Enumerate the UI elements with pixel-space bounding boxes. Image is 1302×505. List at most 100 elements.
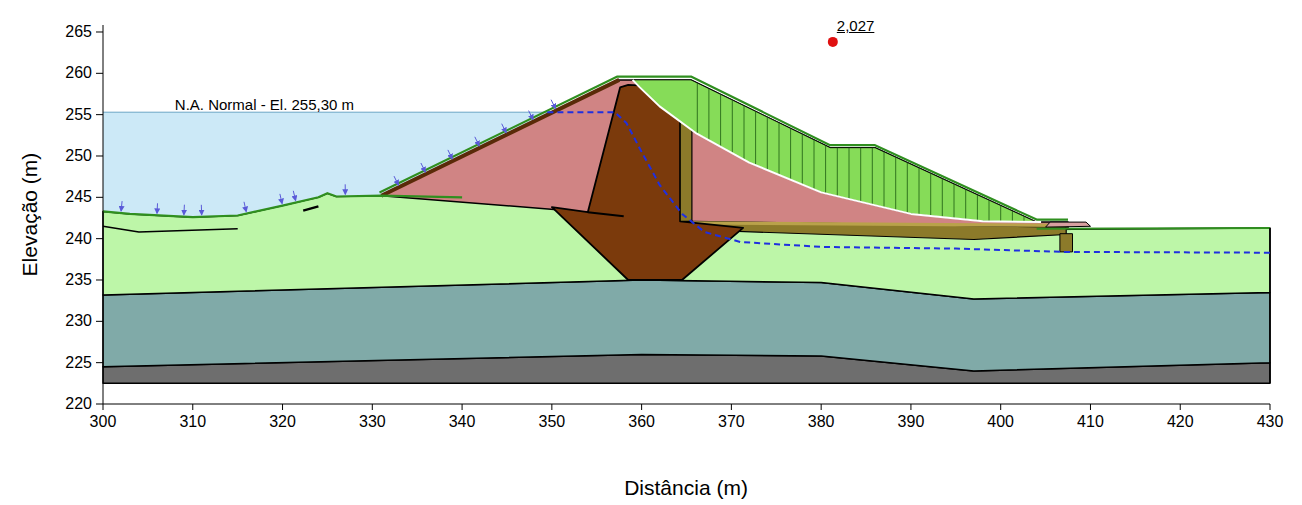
water-level-label: N.A. Normal - El. 255,30 m	[175, 97, 354, 114]
x-tick-label: 340	[449, 413, 476, 431]
y-tick-label: 240	[65, 230, 92, 248]
dam-surface	[380, 77, 1069, 220]
x-tick	[103, 404, 104, 410]
x-tick	[910, 404, 911, 410]
pressure-arrow	[502, 124, 506, 133]
pressure-arrow	[183, 205, 185, 215]
pressure-arrow	[551, 100, 555, 109]
slice-line	[790, 129, 791, 180]
y-tick-label: 255	[65, 106, 92, 124]
x-tick	[372, 404, 373, 410]
slice-line	[720, 94, 721, 146]
x-tick-label: 350	[539, 413, 566, 431]
slice-line	[965, 190, 966, 220]
y-tick	[96, 114, 103, 115]
dam-shell	[381, 80, 1068, 229]
x-tick	[1270, 404, 1271, 410]
slice-line	[732, 100, 733, 153]
x-tick-label: 380	[808, 413, 835, 431]
safety-factor: 2,027	[837, 18, 875, 35]
drainage-blanket	[692, 221, 1066, 239]
y-axis	[103, 25, 104, 404]
ground-surface	[103, 193, 462, 217]
x-tick-label: 390	[898, 413, 925, 431]
slice-line	[814, 140, 815, 190]
x-tick-label: 370	[718, 413, 745, 431]
x-tick-label: 330	[359, 413, 386, 431]
x-tick-label: 420	[1167, 413, 1194, 431]
slice-line	[708, 89, 709, 141]
slice-line	[825, 146, 826, 194]
slice-line	[930, 173, 931, 216]
x-tick-label: 320	[269, 413, 296, 431]
center-point	[828, 37, 838, 47]
x-tick-label: 300	[90, 413, 117, 431]
slice-line	[849, 148, 850, 199]
pressure-arrow	[157, 203, 159, 213]
slice-line	[1012, 211, 1013, 222]
slice-line	[802, 134, 803, 184]
slice-line	[755, 111, 756, 165]
y-tick	[96, 155, 103, 156]
y-tick-label: 260	[65, 64, 92, 82]
slice-line	[697, 83, 698, 134]
slip-mass	[633, 80, 1042, 222]
y-axis-title: Elevação (m)	[18, 152, 41, 276]
x-tick	[1000, 404, 1001, 410]
slice-line	[989, 200, 990, 221]
slip-surface	[633, 80, 1042, 222]
x-tick	[641, 404, 642, 410]
soil-contact	[103, 226, 238, 232]
core-filter	[588, 212, 624, 216]
slice-line	[977, 195, 978, 221]
y-tick	[96, 197, 103, 198]
x-tick-label: 310	[179, 413, 206, 431]
y-tick	[96, 31, 103, 32]
y-tick-label: 220	[65, 395, 92, 413]
pressure-arrow	[394, 176, 398, 185]
pressure-arrow	[529, 111, 533, 120]
pressure-arrow	[475, 137, 479, 146]
slice-line	[907, 163, 908, 213]
x-tick-label: 430	[1257, 413, 1284, 431]
y-tick	[96, 73, 103, 74]
x-tick	[1180, 404, 1181, 410]
slice-line	[767, 117, 768, 170]
slice-line	[954, 184, 955, 218]
y-tick	[96, 362, 103, 363]
soil-lens	[303, 206, 318, 210]
pressure-arrow	[345, 184, 346, 194]
slice-line	[860, 148, 861, 202]
x-axis	[103, 404, 1270, 405]
y-tick	[96, 238, 103, 239]
slice-line	[884, 152, 885, 208]
y-tick-label: 230	[65, 312, 92, 330]
slice-line	[744, 106, 745, 160]
pressure-arrow	[201, 205, 202, 215]
y-tick-label: 235	[65, 271, 92, 289]
y-tick-label: 250	[65, 147, 92, 165]
x-axis-title: Distância (m)	[624, 476, 748, 499]
y-tick	[96, 279, 103, 280]
pressure-arrow	[280, 194, 282, 204]
x-tick	[731, 404, 732, 410]
section-end	[1269, 228, 1271, 383]
x-tick	[282, 404, 283, 410]
toe-drain	[1060, 234, 1073, 252]
y-tick	[96, 321, 103, 322]
x-tick	[192, 404, 193, 410]
slice-line	[872, 148, 873, 205]
x-tick-label: 410	[1077, 413, 1104, 431]
pressure-arrow	[121, 201, 122, 211]
slice-line	[779, 123, 780, 175]
x-tick	[551, 404, 552, 410]
slice-line	[1000, 206, 1001, 222]
pressure-arrow	[293, 191, 295, 201]
phreatic-line	[547, 112, 1270, 253]
downstream-ground	[1037, 227, 1270, 230]
x-tick-label: 400	[987, 413, 1014, 431]
y-tick-label: 225	[65, 354, 92, 372]
slice-line	[942, 179, 943, 217]
x-tick	[1090, 404, 1091, 410]
x-tick	[821, 404, 822, 410]
